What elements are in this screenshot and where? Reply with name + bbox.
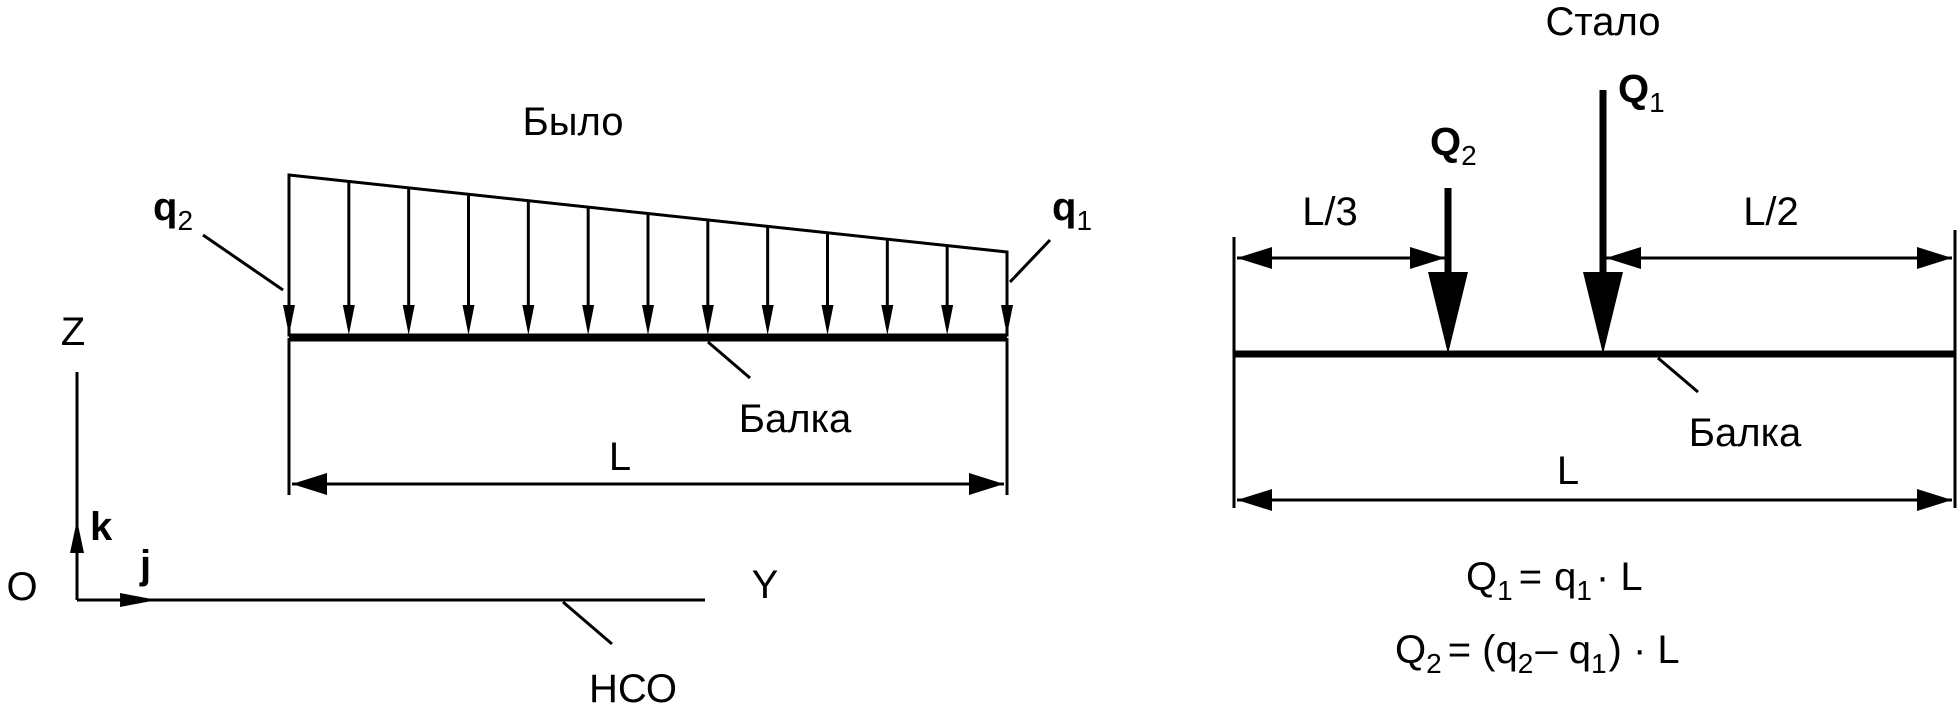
system-label: НСО: [589, 667, 677, 705]
load-arrow-head: [642, 305, 654, 335]
before-panel: Было Балка L q2 q1: [153, 100, 1092, 495]
q2-label: q2: [153, 185, 193, 236]
length-label-after: L: [1557, 449, 1579, 493]
force-Q1-arrowhead: [1583, 272, 1623, 354]
beam-after-leader: [1657, 356, 1699, 394]
beam-before-label: Балка: [739, 397, 852, 441]
dimension-arrow-right: [969, 473, 1004, 495]
unit-vector-j-arrow: [120, 593, 157, 607]
q2-leader: [202, 233, 284, 292]
unit-vector-k-label: k: [90, 505, 113, 549]
dimension-L3-arrow-right: [1410, 247, 1445, 269]
load-arrow-head: [283, 305, 295, 335]
load-arrow-head: [462, 305, 475, 335]
dimension-L2-label: L/2: [1743, 190, 1799, 234]
unit-vector-j-label: j: [139, 543, 151, 587]
after-title: Стало: [1545, 0, 1660, 44]
q1-label: q1: [1052, 185, 1092, 236]
distributed-load-arrows: [283, 175, 1013, 335]
beam-after-label: Балка: [1689, 411, 1802, 455]
dimension-L-after-arrow-left: [1237, 489, 1272, 511]
load-arrow-head: [701, 305, 714, 335]
system-label-leader: [562, 600, 613, 646]
length-label-before: L: [609, 435, 631, 479]
after-panel: Стало Балка Q2 Q1 L/3 L/2: [1232, 0, 1957, 679]
axis-y-label: Y: [752, 563, 779, 607]
force-Q2-arrowhead: [1428, 272, 1468, 354]
formula-Q1: Q1=q1· L: [1466, 555, 1643, 606]
Q1-label: Q1: [1618, 67, 1665, 118]
dimension-L2-arrow-right: [1917, 247, 1952, 269]
Q2-label: Q2: [1430, 120, 1477, 171]
load-arrow-head: [342, 305, 355, 335]
dimension-L2-arrow-left: [1606, 247, 1641, 269]
beam-before-leader: [707, 340, 751, 380]
axis-z-label: Z: [61, 310, 85, 354]
dimension-L3-label: L/3: [1302, 190, 1358, 234]
formula-Q2: Q2= (q2– q1) · L: [1395, 628, 1680, 679]
dimension-L3-arrow-left: [1237, 247, 1272, 269]
load-arrow-head: [881, 305, 894, 335]
before-title: Было: [522, 100, 623, 144]
unit-vector-k-arrow: [70, 520, 84, 553]
load-arrow-head: [821, 305, 834, 335]
load-arrow-head: [522, 305, 535, 335]
load-arrow-head: [402, 305, 415, 335]
load-arrow-head: [761, 305, 774, 335]
coordinate-system: Z k j O Y НСО: [6, 310, 778, 705]
load-arrow-head: [1001, 305, 1013, 335]
q1-leader: [1008, 238, 1052, 284]
load-arrow-head: [941, 305, 954, 335]
origin-label: O: [6, 565, 37, 609]
dimension-L-after-arrow-right: [1917, 489, 1952, 511]
dimension-arrow-left: [292, 473, 327, 495]
load-arrow-head: [582, 305, 595, 335]
